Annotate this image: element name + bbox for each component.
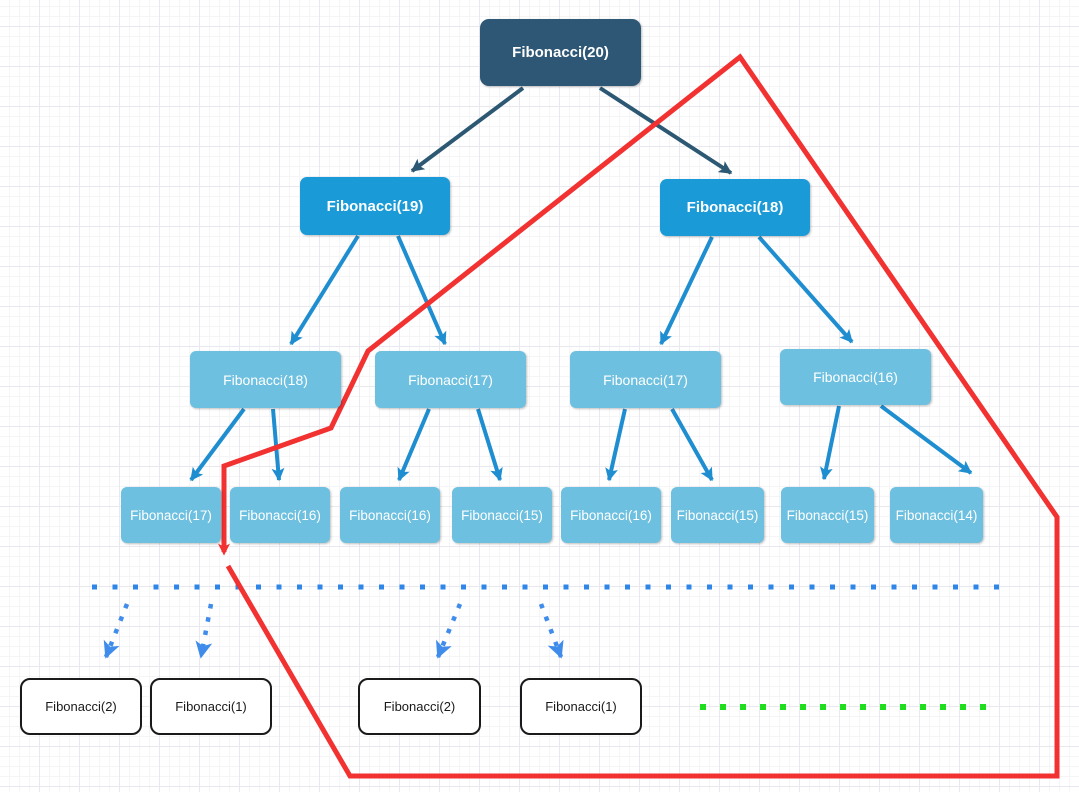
edge-fib18-fib17-l4	[189, 407, 246, 482]
edge-fib19-fib17	[396, 235, 447, 346]
node-fibonacci-18[interactable]: Fibonacci(18)	[660, 179, 810, 236]
node-fibonacci-2-b[interactable]: Fibonacci(2)	[358, 678, 481, 735]
node-fibonacci-16-l4a[interactable]: Fibonacci(16)	[230, 487, 330, 543]
edge-fib19-fib18	[289, 234, 360, 346]
edge-dashed-fib2-left	[103, 603, 130, 659]
edge-fib17-fib15-l4	[476, 408, 503, 482]
edge-fib17-fib16-l4	[397, 408, 431, 482]
edge-fib17b-fib15-l4	[670, 408, 714, 482]
edge-fib16-fib14-l4	[879, 404, 973, 475]
node-fibonacci-16-l4b[interactable]: Fibonacci(16)	[340, 487, 440, 543]
edge-fib17b-fib16-l4	[605, 408, 627, 482]
edge-dashed-fib2-mid	[435, 603, 463, 659]
node-fibonacci-17-l3b[interactable]: Fibonacci(17)	[570, 351, 721, 408]
edge-fib20-fib19	[410, 86, 525, 173]
node-fibonacci-19[interactable]: Fibonacci(19)	[300, 177, 450, 235]
node-fibonacci-18-l3[interactable]: Fibonacci(18)	[190, 351, 341, 408]
red-highlight-outline	[218, 53, 1060, 779]
edge-fib18-fib17	[659, 236, 714, 346]
edge-fib16-fib15-l4	[819, 405, 841, 481]
node-fibonacci-17-l3a[interactable]: Fibonacci(17)	[375, 351, 526, 408]
node-fibonacci-17-l4[interactable]: Fibonacci(17)	[121, 487, 221, 543]
edge-dashed-fib1-left	[195, 603, 214, 659]
edge-fib18-fib16-l4	[271, 408, 285, 482]
node-fibonacci-1-a[interactable]: Fibonacci(1)	[150, 678, 272, 735]
edge-fib20-fib18	[598, 86, 733, 175]
node-fibonacci-16-l4c[interactable]: Fibonacci(16)	[561, 487, 661, 543]
node-fibonacci-16-l3[interactable]: Fibonacci(16)	[780, 349, 931, 405]
node-fibonacci-15-l4b[interactable]: Fibonacci(15)	[671, 487, 764, 543]
node-fibonacci-1-b[interactable]: Fibonacci(1)	[520, 678, 642, 735]
node-fibonacci-20[interactable]: Fibonacci(20)	[480, 19, 641, 86]
node-fibonacci-2-a[interactable]: Fibonacci(2)	[20, 678, 142, 735]
node-fibonacci-14-l4[interactable]: Fibonacci(14)	[890, 487, 983, 543]
edge-dashed-fib1-mid	[538, 603, 564, 659]
node-fibonacci-15-l4a[interactable]: Fibonacci(15)	[452, 487, 552, 543]
node-fibonacci-15-l4c[interactable]: Fibonacci(15)	[781, 487, 874, 543]
edge-fib18-fib16	[757, 235, 854, 344]
